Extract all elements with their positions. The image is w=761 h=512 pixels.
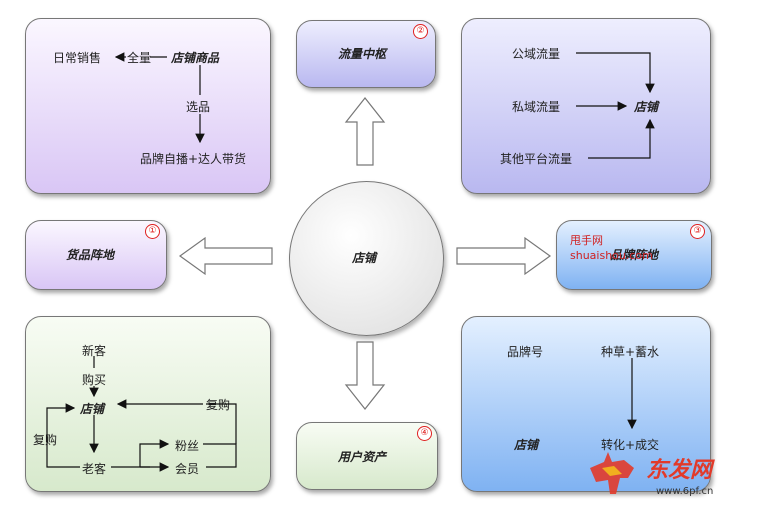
traffic-badge: ② bbox=[413, 24, 428, 39]
brand-account-label: 品牌号 bbox=[507, 345, 544, 359]
arrow-left-to-goods bbox=[178, 236, 273, 276]
convert-label: 转化+成交 bbox=[601, 438, 660, 452]
full-qty-label: 全量 bbox=[127, 51, 152, 65]
traffic-hub-box bbox=[296, 20, 436, 88]
new-customer-label: 新客 bbox=[82, 344, 107, 358]
arrow-up-to-traffic bbox=[344, 97, 386, 166]
logo-text: 东发网 bbox=[646, 458, 713, 483]
brand-live-label: 品牌自播+达人带货 bbox=[140, 152, 247, 166]
goods-position-title: 货品阵地 bbox=[66, 248, 115, 262]
fans-label: 粉丝 bbox=[175, 439, 200, 453]
users-badge: ④ bbox=[417, 426, 432, 441]
brand-position-title: 品牌阵地 bbox=[610, 248, 659, 262]
logo-deer-icon bbox=[590, 452, 634, 494]
brand-process-box bbox=[461, 316, 711, 492]
logo-url: www.6pf.cn bbox=[656, 486, 714, 497]
logo-watermark: 东发网 www.6pf.cn bbox=[584, 448, 754, 504]
arrow-down-to-users bbox=[344, 341, 386, 410]
store-sales-label: 日常销售 bbox=[53, 51, 102, 65]
traffic-store-label: 店铺 bbox=[634, 100, 659, 114]
center-label: 店铺 bbox=[352, 251, 377, 265]
brand-position-box bbox=[556, 220, 712, 290]
user-assets-title: 用户资产 bbox=[338, 450, 387, 464]
users-store-label: 店铺 bbox=[80, 402, 105, 416]
site-name-watermark: 甩手网 bbox=[570, 234, 603, 247]
center-circle: 店铺 bbox=[289, 181, 444, 336]
brand-store-label: 店铺 bbox=[514, 438, 539, 452]
traffic-hub-title: 流量中枢 bbox=[338, 47, 387, 61]
arrow-right-to-brand bbox=[456, 236, 552, 276]
store-goods-label: 店铺商品 bbox=[171, 51, 220, 65]
repurchase-right-label: 复购 bbox=[206, 398, 231, 412]
private-traffic-label: 私域流量 bbox=[512, 100, 561, 114]
repurchase-left-label: 复购 bbox=[33, 433, 58, 447]
seeding-label: 种草+蓄水 bbox=[601, 345, 660, 359]
goods-badge: ① bbox=[145, 224, 160, 239]
goods-position-box bbox=[25, 220, 167, 290]
brand-badge: ③ bbox=[690, 224, 705, 239]
old-customer-label: 老客 bbox=[82, 462, 107, 476]
site-url-watermark: shuaishou.com bbox=[570, 249, 653, 262]
user-assets-box bbox=[296, 422, 438, 490]
buy-label: 购买 bbox=[82, 373, 107, 387]
select-label: 选品 bbox=[186, 100, 211, 114]
member-label: 会员 bbox=[175, 462, 200, 476]
other-traffic-label: 其他平台流量 bbox=[500, 152, 573, 166]
public-traffic-label: 公域流量 bbox=[512, 47, 561, 61]
goods-process-box bbox=[25, 18, 271, 194]
